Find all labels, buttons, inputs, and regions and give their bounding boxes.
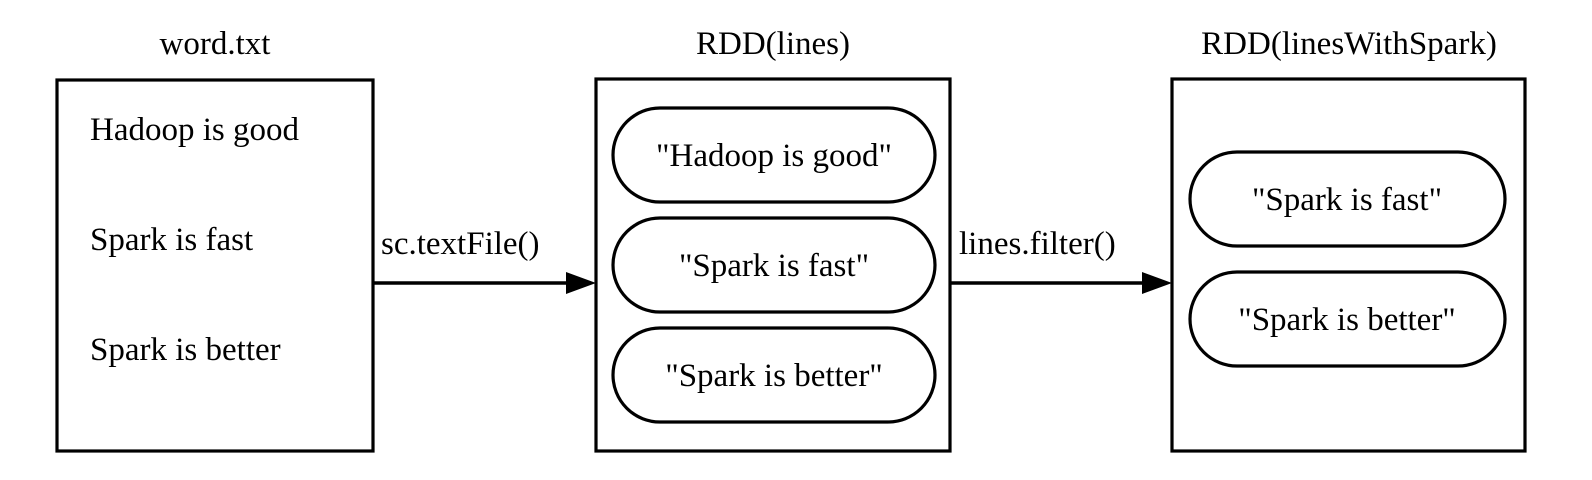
partition-label: "Spark is better" xyxy=(1238,302,1456,338)
arrow-head-read-file xyxy=(566,272,596,294)
source-file-line: Hadoop is good xyxy=(90,112,299,148)
stage-rdd-lines: RDD(lines) "Hadoop is good" "Spark is fa… xyxy=(594,26,952,453)
partition-label: "Spark is fast" xyxy=(1252,182,1442,218)
stage-title-rdd-lines: RDD(lines) xyxy=(696,26,850,62)
source-file-line: Spark is better xyxy=(90,332,281,368)
partition-pill xyxy=(1188,150,1507,248)
partition-pill xyxy=(1188,270,1507,368)
source-file-line: Spark is fast xyxy=(90,222,253,258)
stage-title-rdd-lines-with-spark: RDD(linesWithSpark) xyxy=(1201,26,1497,62)
partition-item: "Spark is better" xyxy=(611,326,937,424)
stage-source-file: word.txt Hadoop is good Spark is fast Sp… xyxy=(55,26,375,453)
rdd-lines-with-spark-box xyxy=(1170,77,1527,453)
stage-title-source-file: word.txt xyxy=(160,26,271,62)
partition-label: "Hadoop is good" xyxy=(656,138,892,174)
transition-label-filter-lines: lines.filter() xyxy=(959,226,1116,262)
partition-pill xyxy=(611,326,937,424)
partition-pill xyxy=(611,106,937,204)
stage-rdd-lines-with-spark: RDD(linesWithSpark) "Spark is fast" "Spa… xyxy=(1170,26,1527,453)
partition-label: "Spark is fast" xyxy=(679,248,869,284)
transition-read-file: sc.textFile() xyxy=(374,226,596,294)
partition-item: "Spark is better" xyxy=(1188,270,1507,368)
transition-label-read-file: sc.textFile() xyxy=(381,226,540,262)
source-file-box xyxy=(55,78,375,453)
transition-filter-lines: lines.filter() xyxy=(951,226,1172,294)
partition-item: "Spark is fast" xyxy=(611,216,937,314)
partition-item: "Spark is fast" xyxy=(1188,150,1507,248)
partition-item: "Hadoop is good" xyxy=(611,106,937,204)
partition-label: "Spark is better" xyxy=(665,358,883,394)
arrow-head-filter-lines xyxy=(1142,272,1172,294)
partition-pill xyxy=(611,216,937,314)
